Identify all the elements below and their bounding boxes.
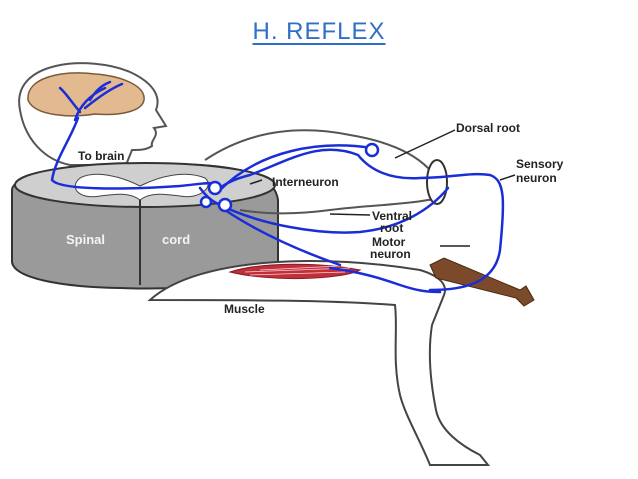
reflex-hammer-icon [429, 257, 535, 307]
label-spinal: Spinal [66, 232, 105, 247]
leg-outline [147, 260, 491, 466]
label-ventral-root-line1: Ventral [372, 209, 412, 223]
label-interneuron: Interneuron [272, 175, 339, 189]
label-motor-neuron-line2: neuron [370, 247, 411, 261]
arm-cuff [426, 159, 448, 205]
page-title: H. REFLEX [252, 18, 386, 45]
leader-lines [249, 129, 516, 247]
label-sensory-neuron-line2: neuron [516, 171, 557, 185]
nerve-pathways [50, 80, 505, 294]
label-to-brain: To brain [78, 149, 124, 163]
label-cord: cord [162, 232, 190, 247]
label-muscle: Muscle [224, 302, 265, 316]
neuron-cell-bodies [199, 142, 380, 213]
label-ventral-root-line2: root [380, 221, 403, 235]
brain-shape [27, 72, 145, 117]
label-dorsal-root: Dorsal root [456, 121, 520, 135]
label-motor-neuron-line1: Motor [372, 235, 406, 249]
label-sensory-neuron-line1: Sensory [516, 157, 564, 171]
